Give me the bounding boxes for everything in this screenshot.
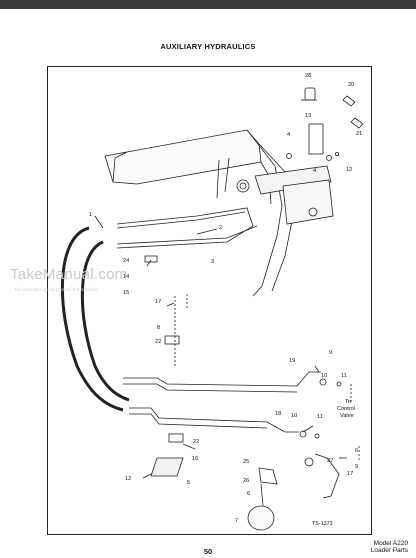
callout-19: 19 [289,358,295,364]
callout-12b: 12 [125,476,131,482]
callout-16: 16 [192,456,198,462]
label-to: To [345,399,351,405]
callout-26: 26 [243,478,249,484]
diagram-frame [47,66,372,535]
callout-5: 5 [187,480,190,486]
model-line-2: Loader Parts [370,547,408,554]
page-title: AUXILIARY HYDRAULICS [160,42,256,51]
callout-4b: 4 [313,168,316,174]
callout-20: 20 [348,82,354,88]
callout-27: 27 [327,458,333,464]
callout-9: 9 [329,350,332,356]
callout-25: 25 [243,459,249,465]
watermark-subtext: The watermark is only present on this sa… [14,287,99,292]
callout-22: 22 [155,339,161,345]
callout-17: 17 [155,299,161,305]
callout-11: 11 [341,373,347,379]
callout-24: 24 [123,258,129,264]
callout-15: 15 [123,290,129,296]
callout-1: 1 [89,212,92,218]
parts-diagram: 28 20 13 21 4 12 4 1 2 24 3 14 15 17 8 2… [60,73,364,531]
callout-17b: 17 [347,471,353,477]
callout-10: 10 [321,373,327,379]
callout-14: 14 [123,274,129,280]
model-line-1: Model A220 [373,540,408,547]
callout-22b: 22 [193,439,199,445]
callout-11b: 11 [317,414,323,420]
page-number: 50 [203,547,213,556]
callout-3: 3 [211,259,214,265]
callout-8: 8 [157,325,160,331]
callout-28: 28 [305,73,311,79]
top-bar [0,0,416,9]
callout-4: 4 [287,132,290,138]
callout-21: 21 [356,131,362,137]
watermark-text: TakeManual.com [10,266,128,283]
callout-6: 6 [247,491,250,497]
callout-9b: 9 [355,464,358,470]
callout-12: 12 [346,167,352,173]
callout-10b: 10 [291,413,297,419]
callout-13: 13 [305,113,311,119]
callout-6b: 6 [355,448,358,454]
callout-2: 2 [219,225,222,231]
figure-reference: TS-1373 [312,521,333,527]
callout-7: 7 [235,518,238,524]
label-valve: Valve [340,413,354,419]
model-label: Model A220 Loader Parts [371,540,408,554]
callout-18: 18 [275,411,281,417]
label-control: Control [337,406,355,412]
